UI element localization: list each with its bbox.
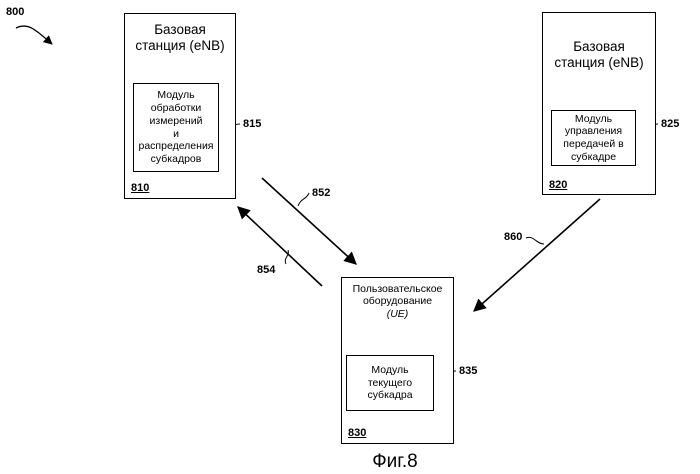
label-860: 860 <box>504 231 522 243</box>
base-station-2-title: Базовая станция (eNB) <box>543 39 655 70</box>
ref-825: 825 <box>661 118 679 130</box>
figure-caption: Фиг.8 <box>360 451 430 473</box>
figure-pointer-arrow <box>16 26 52 44</box>
ref-835: 835 <box>459 365 477 377</box>
current-subframe-module: Модуль текущего субкадра <box>346 355 434 411</box>
measurement-processing-module: Модуль обработки измерений и распределен… <box>133 83 219 172</box>
ref-815: 815 <box>243 118 261 130</box>
measurement-processing-module-label: Модуль обработки измерений и распределен… <box>139 89 214 166</box>
figure-number: 800 <box>6 6 24 18</box>
transmission-control-module-label: Модуль управления передачей в субкадре <box>563 113 623 163</box>
base-station-1-number: 810 <box>131 182 149 194</box>
transmission-control-module: Модуль управления передачей в субкадре <box>551 110 636 166</box>
user-equipment-title: Пользовательское оборудование <box>342 283 453 307</box>
arrow-854 <box>238 207 322 286</box>
label-854: 854 <box>257 264 275 276</box>
arrow-852 <box>262 178 356 264</box>
base-station-2-number: 820 <box>549 179 567 191</box>
arrow-860 <box>474 199 600 311</box>
base-station-2-box: Базовая станция (eNB) 820 <box>542 12 656 195</box>
user-equipment-number: 830 <box>348 427 366 439</box>
current-subframe-module-label: Модуль текущего субкадра <box>367 364 412 402</box>
base-station-1-title: Базовая станция (eNB) <box>125 22 235 53</box>
label-852: 852 <box>312 187 330 199</box>
leader-860 <box>526 237 544 244</box>
user-equipment-subtitle: (UE) <box>342 308 453 320</box>
leader-852 <box>298 193 309 206</box>
